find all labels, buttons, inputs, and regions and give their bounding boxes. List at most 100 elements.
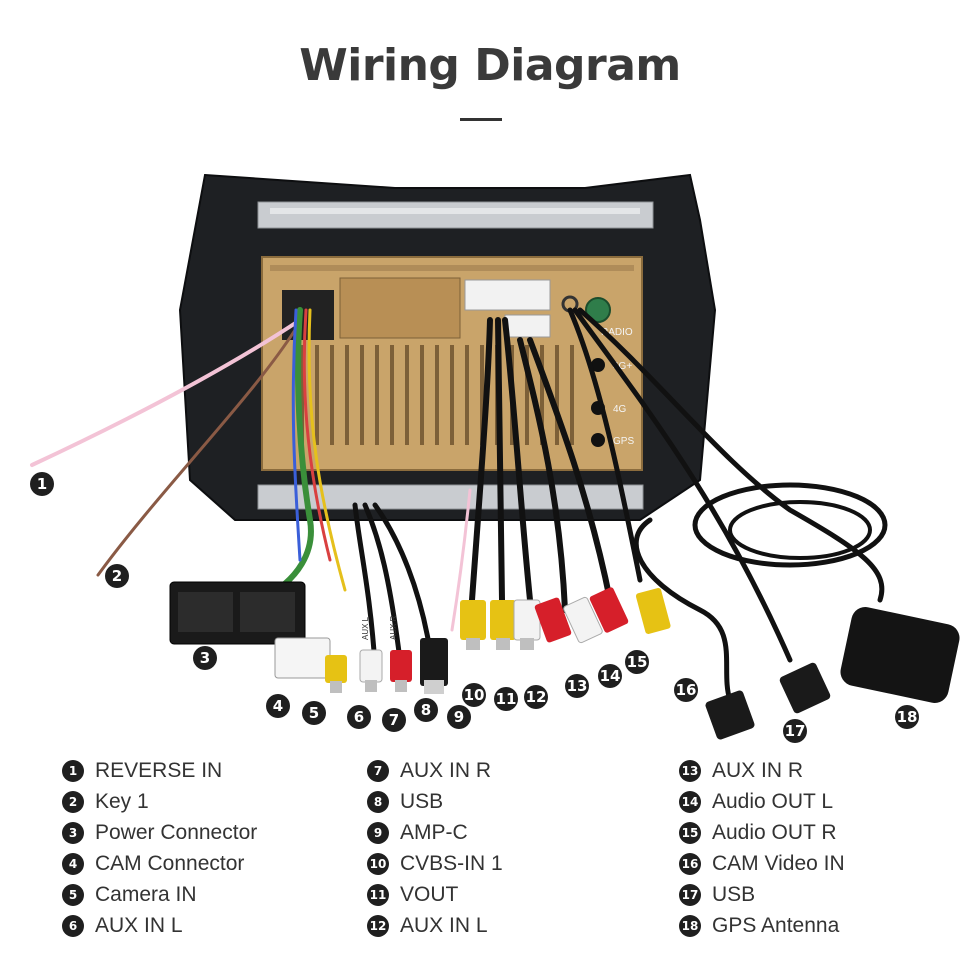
legend-number-badge: 3 [62,821,84,844]
rca-camera-in [325,655,347,683]
legend-label: Audio OUT R [712,820,837,844]
legend-number-badge: 2 [62,790,84,813]
callout-12: 12 [524,685,548,709]
legend-label: AUX IN R [400,758,492,782]
legend-label: Power Connector [95,820,258,844]
svg-text:17: 17 [785,722,806,740]
legend-number-badge: 6 [62,914,84,937]
aux-l-tag: AUX L [361,616,370,640]
callout-2: 2 [105,564,129,588]
connector-block-mid [339,277,461,339]
rca-vout [490,600,516,640]
callout-15: 15 [625,650,649,674]
svg-text:15: 15 [627,653,648,671]
legend-item: 10 CVBS-IN 1 [367,848,503,879]
svg-text:4: 4 [273,697,283,715]
callout-14: 14 [598,664,622,688]
wire-usb-2 [572,307,793,663]
title-underline [460,118,502,121]
svg-text:11: 11 [496,690,517,708]
legend-number-badge: 12 [367,914,389,937]
legend-label: CAM Video IN [712,851,845,875]
legend-label: REVERSE IN [95,758,223,782]
legend-label: USB [400,789,444,813]
legend-number-badge: 15 [679,821,701,844]
legend-label: Key 1 [95,789,149,813]
legend-number-badge: 13 [679,759,701,782]
svg-text:3: 3 [200,649,210,667]
legend-item: 1 REVERSE IN [62,755,257,786]
legend-label: Camera IN [95,882,197,906]
wire-reverse-in [30,318,302,467]
legend-label: GPS Antenna [712,913,840,937]
legend-number-badge: 4 [62,852,84,875]
callout-7: 7 [382,708,406,732]
wire-aux-black [362,502,403,663]
legend-number-badge: 11 [367,883,389,906]
gps-antenna-puck [840,607,960,703]
svg-text:16: 16 [676,681,697,699]
connector-block-multi [464,279,551,311]
svg-text:6: 6 [354,708,364,726]
legend-number-badge: 7 [367,759,389,782]
callout-11: 11 [494,687,518,711]
four-g-label: 4G [613,404,627,415]
wire-gps [577,307,885,603]
legend-item: 12 AUX IN L [367,910,503,941]
legend-item: 2 Key 1 [62,786,257,817]
legend-number-badge: 14 [679,790,701,813]
callout-18: 18 [895,705,919,729]
callout-17: 17 [783,719,807,743]
legend-number-badge: 16 [679,852,701,875]
legend-number-badge: 9 [367,821,389,844]
svg-text:8: 8 [421,701,431,719]
legend-label: CVBS-IN 1 [400,851,503,875]
rca-cam-video-in [635,587,671,634]
legend-label: Audio OUT L [712,789,834,813]
aux-r-tag: AUX R [389,615,398,640]
cam-connector [274,637,331,679]
wire-amp-c [450,488,472,632]
radio-socket [585,297,611,323]
head-unit-photo: RADIO 4G+ 4G GPS AUX L [30,173,960,743]
callout-4: 4 [266,694,290,718]
page-title: Wiring Diagram [299,40,681,91]
usb-socket-a [705,690,755,740]
callout-5: 5 [302,701,326,725]
wire-cam-video [567,307,643,583]
callout-13: 13 [565,674,589,698]
legend-item: 3 Power Connector [62,817,257,848]
legend-label: AUX IN L [95,913,183,937]
svg-text:13: 13 [567,677,588,695]
legend-column-3: 13 AUX IN R 14 Audio OUT L 15 Audio OUT R 1… [679,755,845,941]
legend-item: 6 AUX IN L [62,910,257,941]
gps-label: GPS [613,436,634,447]
legend-label: AUX IN L [400,913,488,937]
legend-number-badge: 1 [62,759,84,782]
legend-item: 7 AUX IN R [367,755,503,786]
legend-label: AUX IN R [712,758,804,782]
legend-item: 15 Audio OUT R [679,817,845,848]
svg-text:10: 10 [464,686,485,704]
legend-number-badge: 17 [679,883,701,906]
callout-6: 6 [347,705,371,729]
svg-text:1: 1 [37,475,47,493]
callout-10: 10 [462,683,486,707]
svg-text:9: 9 [454,708,464,726]
wire-bundle [257,307,314,603]
callout-3: 3 [193,646,217,670]
svg-text:18: 18 [897,708,918,726]
callout-16: 16 [674,678,698,702]
top-bracket [257,201,654,229]
wire-rca-bundle-1 [469,317,493,603]
legend-label: USB [712,882,756,906]
legend-number-badge: 8 [367,790,389,813]
callout-9: 9 [447,705,471,729]
legend-number-badge: 10 [367,852,389,875]
